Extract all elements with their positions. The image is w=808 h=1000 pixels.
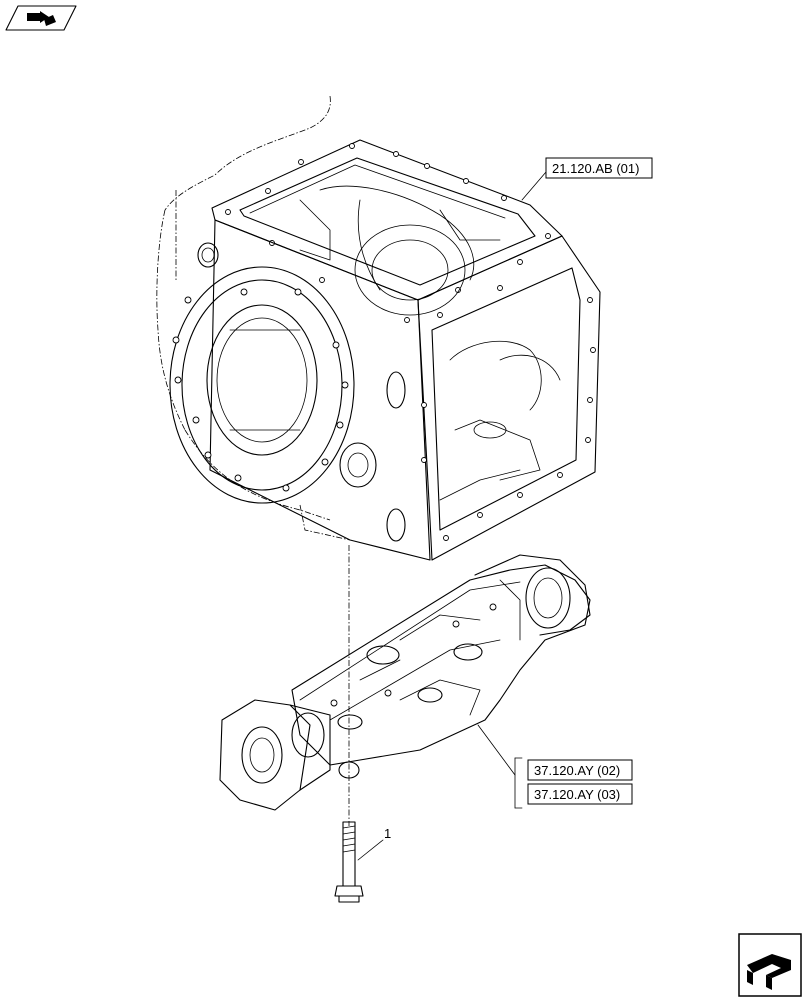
axle-support-bracket — [219, 554, 591, 811]
bracket-reference-label-b[interactable]: 37.120.AY (03) — [534, 787, 620, 802]
page-navigation-icon[interactable] — [738, 933, 802, 997]
side-bearing-flange — [169, 266, 355, 504]
bolt[interactable] — [334, 821, 364, 903]
top-flange-holes — [225, 143, 551, 323]
transmission-housing — [156, 95, 601, 561]
kit-symbol-icon — [5, 5, 77, 31]
housing-reference-label[interactable]: 21.120.AB (01) — [552, 161, 639, 176]
bracket-reference[interactable]: 37.120.AY (02) 37.120.AY (03) — [477, 724, 633, 809]
front-face-holes — [421, 285, 596, 541]
bracket-reference-box-b — [527, 783, 633, 805]
bolt-callout[interactable]: 1 — [357, 826, 391, 861]
bolt-callout-number[interactable]: 1 — [384, 826, 391, 841]
bracket-reference-box-a — [527, 759, 633, 781]
housing-reference[interactable]: 21.120.AB (01) — [521, 157, 653, 201]
bracket-reference-label-a[interactable]: 37.120.AY (02) — [534, 763, 620, 778]
